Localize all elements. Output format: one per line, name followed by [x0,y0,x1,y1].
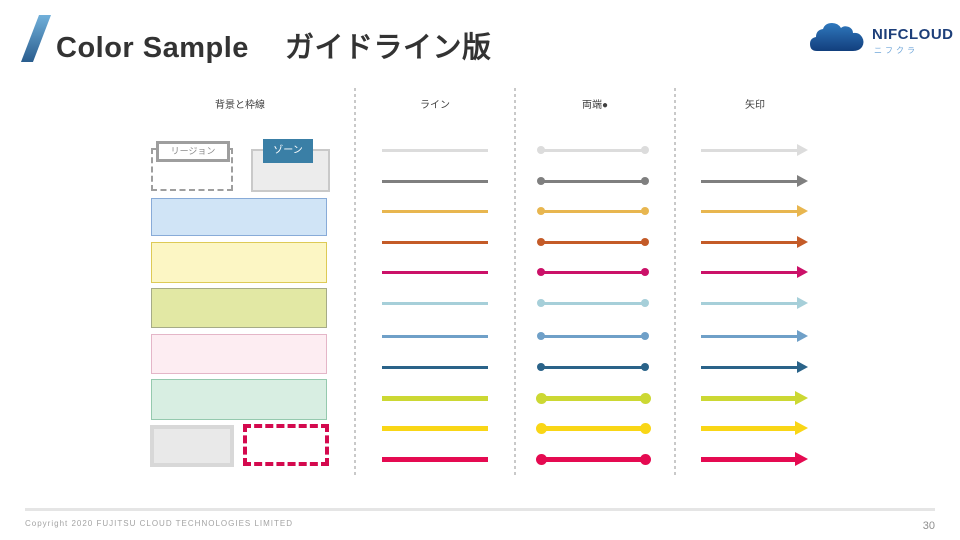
column-separator [514,88,516,478]
column-header-endpoints: 両端● [581,100,609,111]
logo-name: NIFCLOUD [872,26,954,43]
arrow-head-pale-blue [797,297,808,309]
swatch-box-crimson-dashed [243,424,329,466]
logo-subtitle: ニフクラ [874,46,918,55]
endpoint-dot-orange [537,238,545,246]
arrow-line-pale-blue [701,301,797,305]
endpoint-line-yellow [541,425,645,431]
arrow-head-gold [797,205,808,217]
title-accent-slash [20,15,52,62]
line-sample-crimson [382,456,488,462]
endpoint-dot-yellow [535,422,547,434]
arrow-head-dark-blue [797,361,808,373]
arrow-head-crimson [795,451,808,466]
arrow-head-orange [797,236,808,248]
line-sample-dark-blue [382,365,488,369]
swatch-box-light-yellow [151,242,327,283]
endpoint-dot-magenta [537,268,545,276]
arrow-line-gold [701,209,797,213]
endpoint-dot-crimson [639,453,651,465]
endpoint-dot-lime [535,392,547,404]
endpoint-dot-crimson [535,453,547,465]
endpoint-dot-orange [641,238,649,246]
page-title: Color Sample ガイドライン版 [56,24,491,66]
swatch-box-light-pink [151,334,327,374]
endpoint-line-dark-blue [541,365,645,369]
arrow-head-steel-blue [797,330,808,342]
endpoint-line-steel-blue [541,334,645,338]
copyright-text: Copyright 2020 FUJITSU CLOUD TECHNOLOGIE… [25,519,294,528]
swatch-box-yellow-green [151,288,327,328]
arrow-head-gray [797,175,808,187]
endpoint-dot-gold [641,207,649,215]
swatch-box-gray [150,425,234,467]
endpoint-line-crimson [541,456,645,462]
column-separator [674,88,676,478]
endpoint-line-orange [541,240,645,244]
line-sample-yellow [382,425,488,431]
page-title-en: Color Sample [56,32,249,64]
endpoint-dot-pale-blue [537,299,545,307]
arrow-line-orange [701,240,797,244]
endpoint-dot-dark-blue [641,363,649,371]
column-header-line: ライン [420,100,450,111]
line-sample-steel-blue [382,334,488,338]
page-number: 30 [922,520,935,532]
arrow-line-dark-blue [701,365,797,369]
line-sample-lime [382,395,488,401]
arrow-head-yellow [795,420,808,435]
arrow-line-yellow [701,425,795,431]
nifcloud-logo: NIFCLOUD ニフクラ [808,16,953,64]
endpoint-line-magenta [541,270,645,274]
column-header-arrow: 矢印 [745,100,765,111]
endpoint-dot-gold [537,207,545,215]
arrow-head-magenta [797,266,808,278]
endpoint-dot-light-gray [537,146,545,154]
endpoint-dot-magenta [641,268,649,276]
swatch-box-mint-green [151,379,327,420]
endpoint-line-gray [541,179,645,183]
endpoint-line-pale-blue [541,301,645,305]
line-sample-orange [382,240,488,244]
line-sample-pale-blue [382,301,488,305]
endpoint-dot-gray [537,177,545,185]
cloud-icon [810,23,864,51]
endpoint-dot-dark-blue [537,363,545,371]
endpoint-line-gold [541,209,645,213]
arrow-line-light-gray [701,148,797,152]
line-sample-magenta [382,270,488,274]
endpoint-line-light-gray [541,148,645,152]
page-title-ja: ガイドライン版 [284,32,492,64]
endpoint-dot-yellow [639,422,651,434]
endpoint-dot-light-gray [641,146,649,154]
line-sample-gold [382,209,488,213]
endpoint-dot-steel-blue [537,332,545,340]
arrow-head-light-gray [797,144,808,156]
arrow-line-crimson [701,456,795,462]
arrow-line-magenta [701,270,797,274]
endpoint-dot-gray [641,177,649,185]
footer-rule [25,508,935,511]
endpoint-dot-steel-blue [641,332,649,340]
endpoint-dot-pale-blue [641,299,649,307]
line-sample-gray [382,179,488,183]
arrow-line-lime [701,395,795,401]
line-sample-light-gray [382,148,488,152]
region-label: リージョン [156,141,230,162]
zone-label: ゾーン [263,139,313,163]
arrow-line-steel-blue [701,334,797,338]
column-separator [354,88,356,478]
arrow-head-lime [795,390,808,405]
endpoint-dot-lime [639,392,651,404]
column-header-background-border: 背景と枠線 [215,100,265,111]
swatch-box-light-blue [151,198,327,236]
arrow-line-gray [701,179,797,183]
endpoint-line-lime [541,395,645,401]
